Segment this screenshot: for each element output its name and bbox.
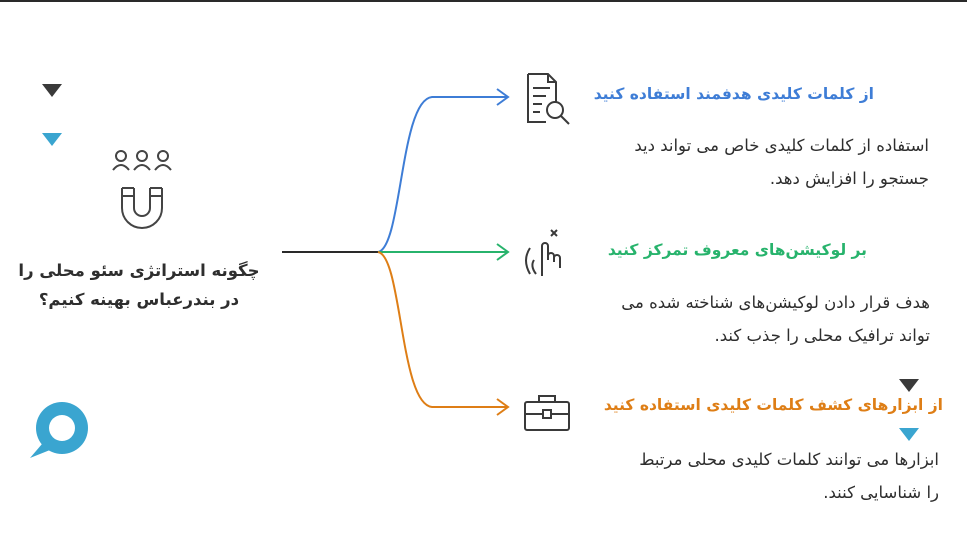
branch-3-description: ابزارها می توانند کلمات کلیدی محلی مرتبط… xyxy=(639,443,939,509)
marker-triangle-dark xyxy=(42,84,62,97)
branch-1-heading-text: از کلمات کلیدی هدفمند استفاده کنید xyxy=(593,85,874,103)
branch-1-description: استفاده از کلمات کلیدی خاص می تواند دید … xyxy=(634,129,929,195)
top-border xyxy=(0,0,967,2)
arrow-orange xyxy=(496,398,510,416)
center-title-line2: در بندرعباس بهینه کنیم؟ xyxy=(38,290,240,309)
branch-2-heading-text: بر لوکیشن‌های معروف تمرکز کنید xyxy=(607,241,867,259)
marker-triangle-blue-right xyxy=(899,428,919,441)
branch-3-heading: از ابزارهای کشف کلمات کلیدی استفاده کنید xyxy=(604,396,943,414)
napkin-logo-icon xyxy=(30,402,88,458)
branch-1-heading: از کلمات کلیدی هدفمند استفاده کنید xyxy=(594,85,874,103)
center-title-line1: چگونه استراتژی سئو محلی را xyxy=(18,261,260,280)
branch-3-heading-text: از ابزارهای کشف کلمات کلیدی استفاده کنید xyxy=(603,396,943,414)
branch-1-desc-line2: جستجو را افزایش دهد. xyxy=(769,169,929,188)
branch-2-desc-line2: تواند ترافیک محلی را جذب کند. xyxy=(714,326,930,345)
branch-2-description: هدف قرار دادن لوکیشن‌های شناخته شده می ت… xyxy=(621,286,930,352)
marker-triangle-blue xyxy=(42,133,62,146)
magnet-people-icon xyxy=(112,150,172,229)
center-title: چگونه استراتژی سئو محلی را در بندرعباس ب… xyxy=(8,256,270,314)
connector-orange xyxy=(377,251,508,408)
branch-3-desc-line1: ابزارها می توانند کلمات کلیدی محلی مرتبط xyxy=(639,450,939,469)
pointing-hand-icon xyxy=(525,229,561,276)
branch-2-desc-line1: هدف قرار دادن لوکیشن‌های شناخته شده می xyxy=(621,293,930,312)
marker-triangle-dark-right xyxy=(899,379,919,392)
arrow-green xyxy=(496,243,510,261)
arrow-blue xyxy=(496,88,510,106)
branch-3-desc-line2: را شناسایی کنند. xyxy=(823,483,939,502)
branch-1-desc-line1: استفاده از کلمات کلیدی خاص می تواند دید xyxy=(634,136,929,155)
connector-blue xyxy=(377,96,508,253)
toolbox-icon xyxy=(524,395,570,431)
branch-2-heading: بر لوکیشن‌های معروف تمرکز کنید xyxy=(608,241,867,259)
search-document-icon xyxy=(527,73,570,125)
